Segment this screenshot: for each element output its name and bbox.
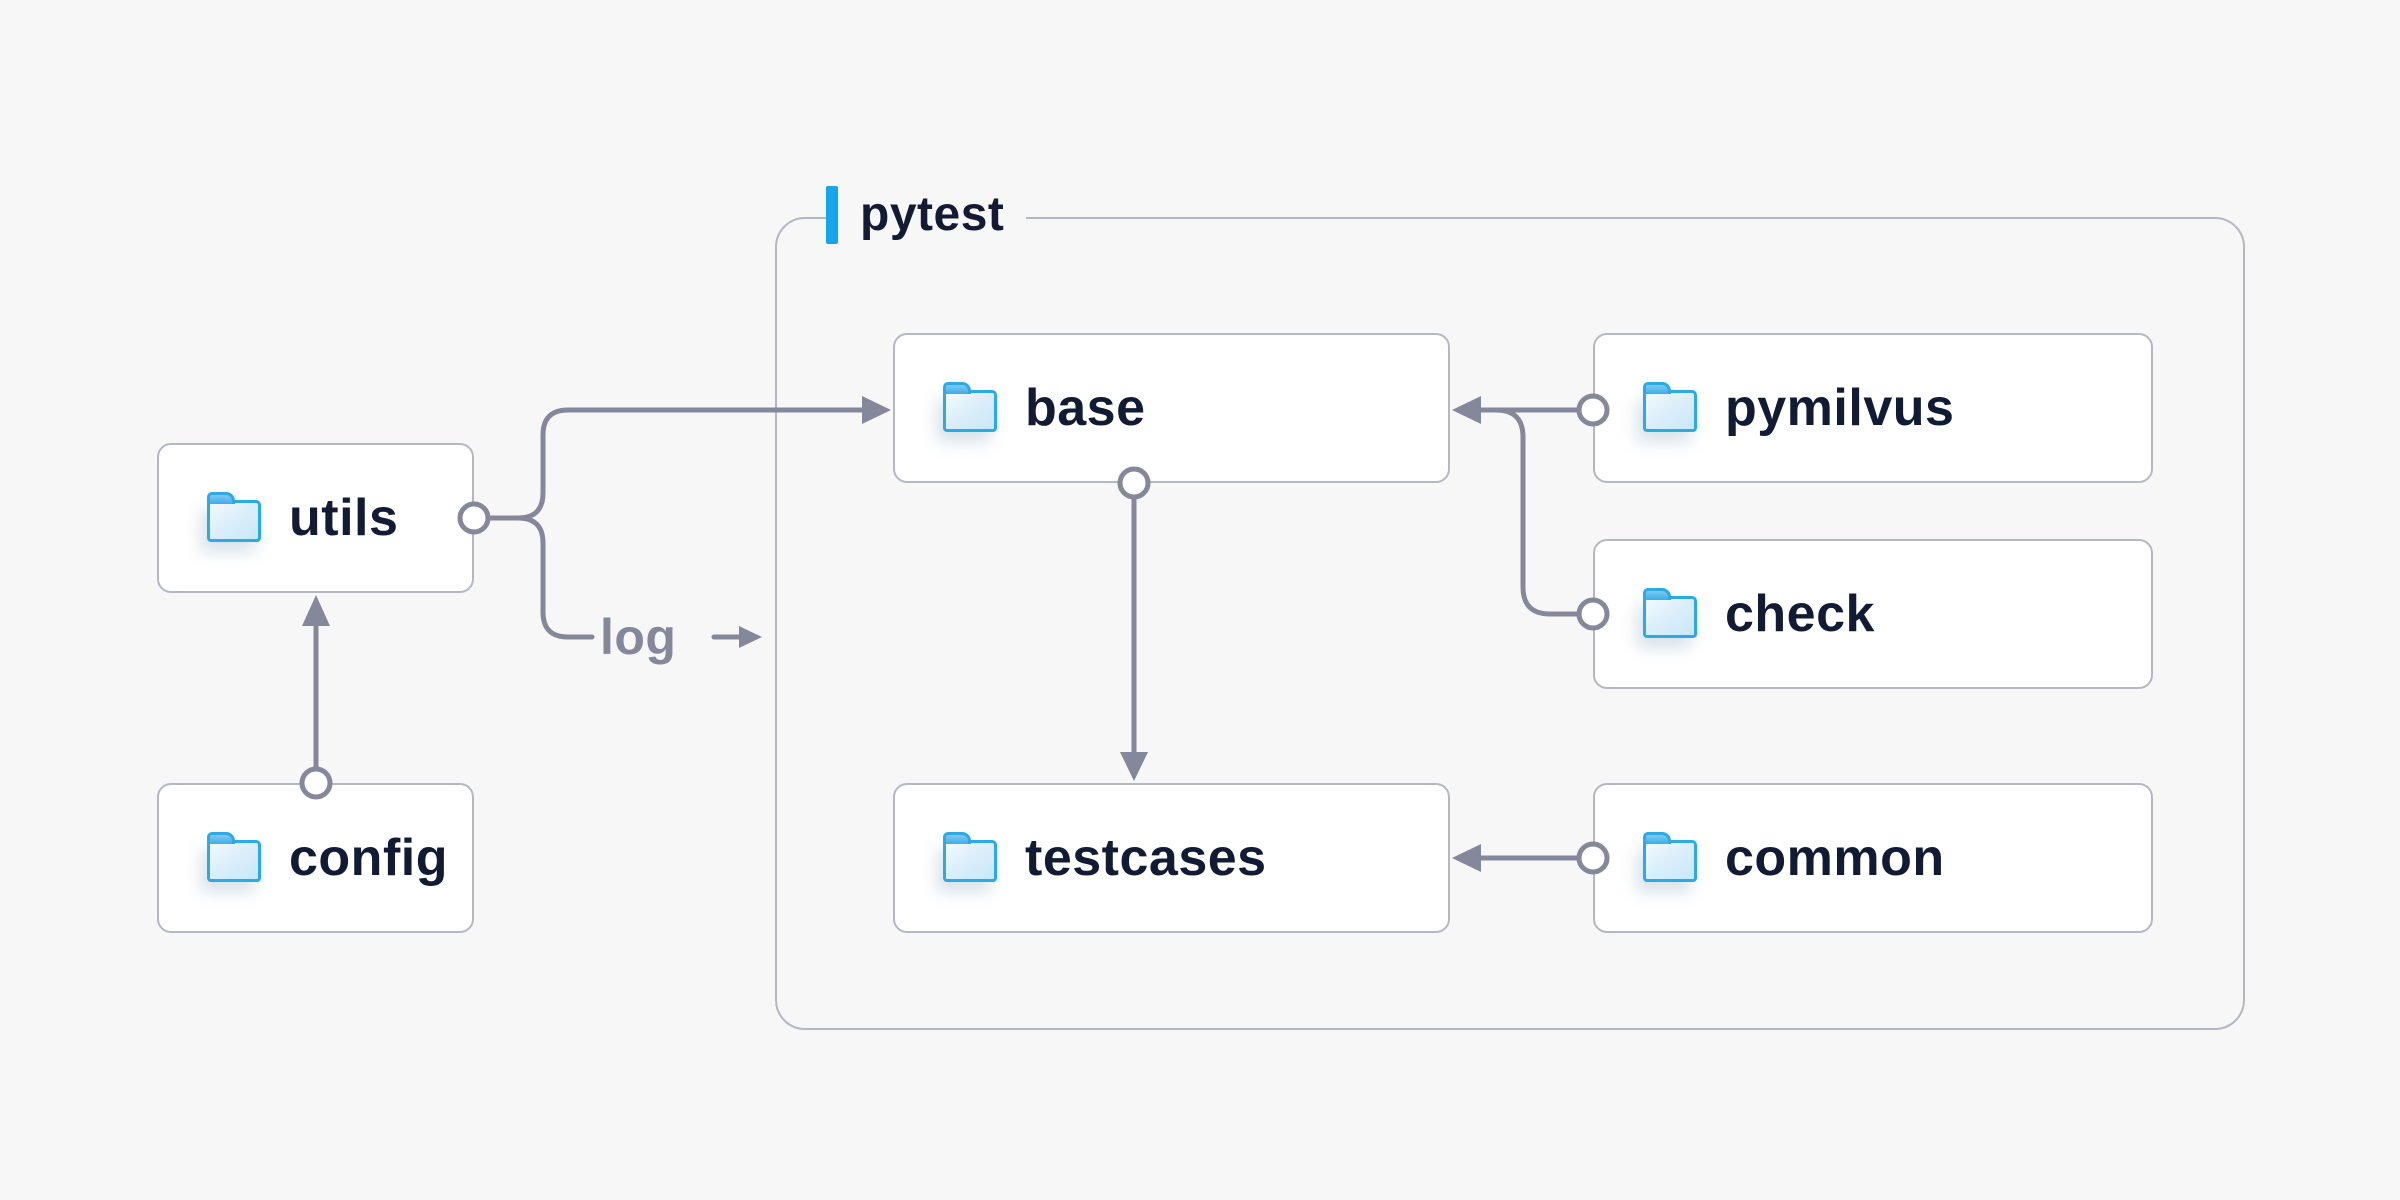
edge-log-arrowhead bbox=[739, 626, 762, 648]
node-common: common bbox=[1593, 783, 2153, 933]
pytest-group-label: pytest bbox=[826, 184, 1027, 246]
node-base: base bbox=[893, 333, 1450, 483]
node-config: config bbox=[157, 783, 474, 933]
node-base-label: base bbox=[1025, 379, 1146, 437]
edge-log-label: log bbox=[600, 609, 677, 665]
edge-config-utils-arrowhead bbox=[302, 595, 330, 626]
node-utils-label: utils bbox=[289, 489, 399, 547]
folder-icon bbox=[1643, 382, 1697, 432]
accent-bar bbox=[826, 186, 838, 244]
folder-icon bbox=[1643, 832, 1697, 882]
edge-utils-log-line bbox=[515, 515, 595, 640]
folder-icon bbox=[1643, 588, 1697, 638]
folder-icon bbox=[207, 492, 261, 542]
node-config-label: config bbox=[289, 829, 448, 887]
node-pymilvus-label: pymilvus bbox=[1725, 379, 1955, 437]
folder-icon bbox=[943, 382, 997, 432]
node-testcases-label: testcases bbox=[1025, 829, 1267, 887]
node-testcases: testcases bbox=[893, 783, 1450, 933]
node-check: check bbox=[1593, 539, 2153, 689]
pytest-group-title: pytest bbox=[860, 188, 1005, 241]
folder-icon bbox=[943, 832, 997, 882]
node-utils: utils bbox=[157, 443, 474, 593]
folder-icon bbox=[207, 832, 261, 882]
node-check-label: check bbox=[1725, 585, 1875, 643]
node-common-label: common bbox=[1725, 829, 1945, 887]
pytest-group-container bbox=[775, 217, 2245, 1030]
node-pymilvus: pymilvus bbox=[1593, 333, 2153, 483]
